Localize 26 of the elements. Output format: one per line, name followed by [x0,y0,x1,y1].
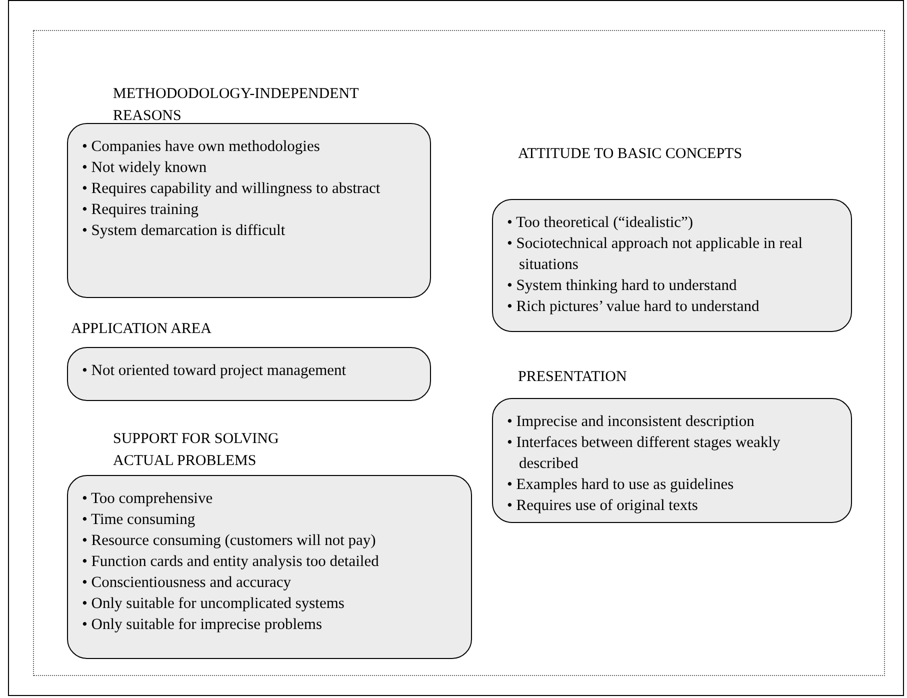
section-heading: APPLICATION AREA [71,320,212,339]
section-heading: SUPPORT FOR SOLVING ACTUAL PROBLEMS [113,430,280,471]
bullet-item: • Not widely known [82,158,208,178]
bullet-item: • Only suitable for imprecise problems [82,615,324,635]
bullet-item: • Resource consuming (customers will not pay) [82,531,377,551]
bullet-item: • Conscientiousness and accuracy [82,573,292,593]
section-heading: PRESENTATION [518,368,628,387]
section-heading: ATTITUDE TO BASIC CONCEPTS [518,145,744,164]
bullet-item: • Function cards and entity analysis too detailed [82,552,380,572]
bullet-item: • Examples hard to use as guidelines [507,475,735,495]
bullet-item: • Too theoretical (“idealistic”) [507,213,694,233]
bullet-item: • Requires capability and willingness to abstract [82,179,382,199]
bullet-item: • Companies have own methodologies [82,137,321,157]
bullet-item: • Imprecise and inconsistent description [507,412,756,432]
bullet-item: • System demarcation is difficult [82,221,286,241]
section-heading: METHODODOLOGY-INDEPENDENT REASONS [113,85,360,126]
bullet-item: • Requires training [82,200,200,220]
bullet-item: • Requires use of original texts [507,496,699,516]
bullet-item: • Not oriented toward project management [82,361,348,381]
bullet-item: • Only suitable for uncomplicated systems [82,594,346,614]
bullet-item: • Time consuming [82,510,196,530]
bullet-item: • Sociotechnical approach not applicable in real situations [507,234,804,275]
bullet-item: • Too comprehensive [82,489,214,509]
bullet-item: • System thinking hard to understand [507,276,738,296]
bullet-item: • Rich pictures’ value hard to understand [507,297,760,317]
bullet-item: • Interfaces between different stages weakly described [507,433,782,474]
